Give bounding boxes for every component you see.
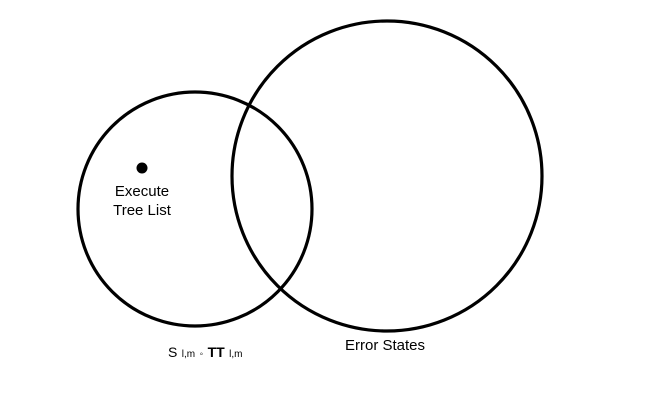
caption-s: S bbox=[168, 344, 177, 360]
execute-point-marker bbox=[136, 162, 148, 174]
error-states-circle bbox=[230, 19, 544, 333]
caption-composition-operator: ◦ bbox=[200, 349, 204, 360]
error-states-label: Error States bbox=[345, 337, 425, 354]
left-set-caption: S l,m ◦ TT l,m bbox=[168, 344, 243, 361]
caption-s-subscript: l,m bbox=[182, 349, 195, 360]
left-set-circle bbox=[76, 90, 314, 328]
tree-list-label: Tree List bbox=[113, 202, 172, 219]
execute-label: Execute bbox=[115, 183, 169, 200]
caption-tt: TT bbox=[208, 344, 226, 360]
caption-tt-subscript: l,m bbox=[229, 349, 242, 360]
